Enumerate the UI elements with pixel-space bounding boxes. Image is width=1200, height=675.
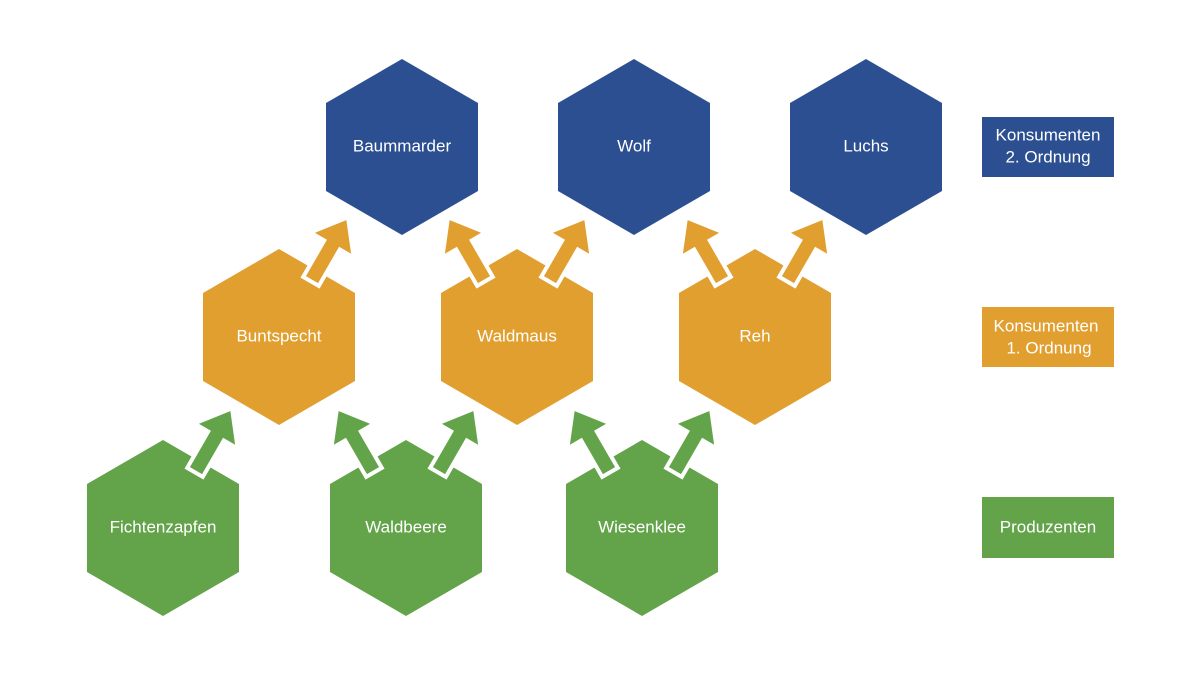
node-buntspecht: Buntspecht bbox=[203, 202, 372, 425]
node-label: Reh bbox=[739, 326, 770, 345]
node-label: Waldmaus bbox=[477, 326, 557, 345]
node-waldmaus: Waldmaus bbox=[424, 202, 610, 425]
legend-level2: Konsumenten 2. Ordnung bbox=[982, 117, 1114, 177]
node-label: Luchs bbox=[843, 136, 888, 155]
node-luchs: Luchs bbox=[790, 59, 942, 235]
legend-label: Konsumenten bbox=[996, 125, 1101, 144]
legend-label: Konsumenten bbox=[994, 316, 1099, 335]
legend-label: Produzenten bbox=[1000, 517, 1096, 536]
node-label: Waldbeere bbox=[365, 517, 447, 536]
legend-label: 1. Ordnung bbox=[1006, 338, 1091, 357]
legend-level1: Konsumenten 1. Ordnung bbox=[982, 307, 1114, 367]
node-label: Baummarder bbox=[353, 136, 452, 155]
node-fichtenzapfen: Fichtenzapfen bbox=[87, 393, 256, 616]
node-baummarder: Baummarder bbox=[326, 59, 478, 235]
node-wolf: Wolf bbox=[558, 59, 710, 235]
node-label: Fichtenzapfen bbox=[110, 517, 217, 536]
node-reh: Reh bbox=[662, 202, 848, 425]
node-label: Wolf bbox=[617, 136, 651, 155]
node-label: Wiesenklee bbox=[598, 517, 686, 536]
node-waldbeere: Waldbeere bbox=[313, 393, 499, 616]
node-label: Buntspecht bbox=[236, 326, 321, 345]
legend-label: 2. Ordnung bbox=[1005, 147, 1090, 166]
legend-producers: Produzenten bbox=[982, 497, 1114, 558]
node-wiesenklee: Wiesenklee bbox=[549, 393, 735, 616]
